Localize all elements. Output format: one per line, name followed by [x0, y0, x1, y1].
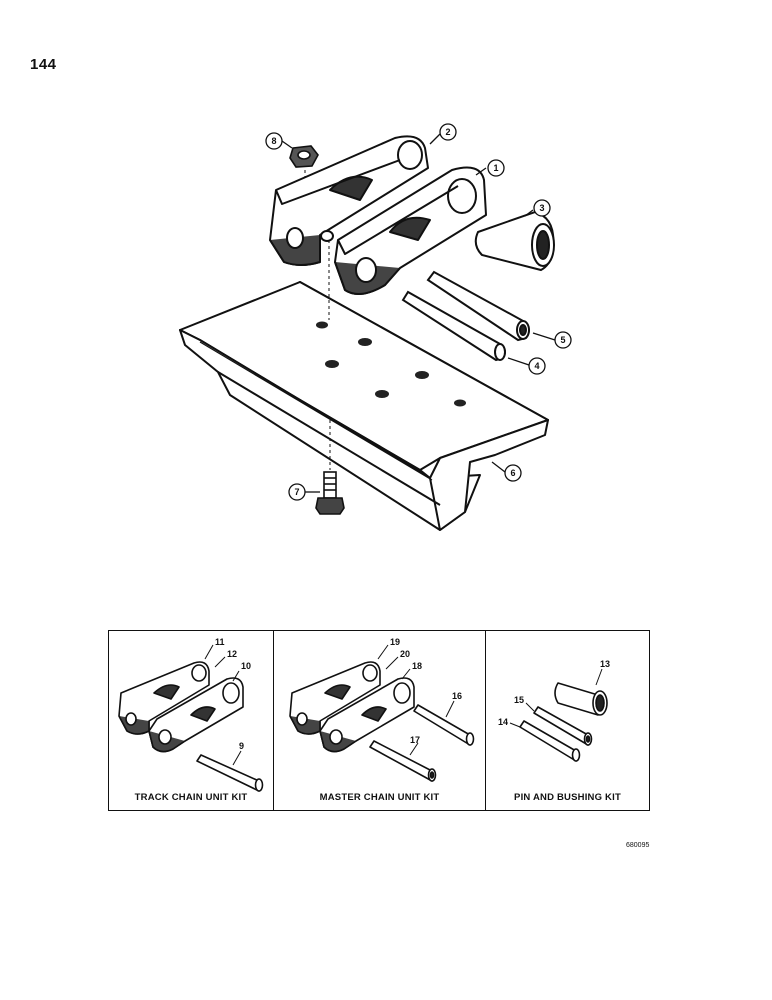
callout-5: 5 [560, 335, 565, 345]
shoe-nut [289, 145, 330, 320]
pin-and-bushing-kit-drawing: 13 15 14 [498, 659, 610, 762]
kit1-label-d: 9 [239, 741, 244, 751]
page-number: 144 [30, 56, 57, 73]
kit2-label-e: 17 [410, 735, 420, 745]
track-link-rear [269, 135, 429, 266]
kit2-label-d: 16 [452, 691, 462, 701]
callout-7: 7 [294, 487, 299, 497]
callout-6: 6 [510, 468, 515, 478]
kit2-label-a: 19 [390, 637, 400, 647]
callout-1: 1 [493, 163, 498, 173]
shoe-bolt [315, 420, 345, 515]
kit-title: PIN AND BUSHING KIT [514, 792, 621, 803]
kit3-label-a: 13 [600, 659, 610, 669]
track-chain-unit-kit-panel: 11 12 10 9 TRACK CHAIN UNIT KIT [108, 630, 274, 811]
callout-labels: 1 2 3 4 5 6 7 8 [271, 127, 565, 497]
shoe-holes [316, 321, 466, 407]
kit1-label-b: 12 [227, 649, 237, 659]
callout-3: 3 [539, 203, 544, 213]
kit1-label-a: 11 [215, 637, 225, 647]
main-exploded-view: 1 2 3 4 5 6 7 8 [179, 123, 572, 531]
callout-4: 4 [534, 361, 539, 371]
kit2-label-b: 20 [400, 649, 410, 659]
track-link-front [320, 166, 487, 295]
callouts [265, 123, 572, 501]
master-chain-unit-kit-drawing: 19 20 18 16 17 [289, 637, 475, 782]
callout-8: 8 [271, 136, 276, 146]
track-chain-unit-kit-drawing: 11 12 10 9 [118, 637, 264, 792]
callout-2: 2 [445, 127, 450, 137]
track-pin [401, 290, 506, 362]
master-pin [426, 270, 530, 342]
kit2-label-c: 18 [412, 661, 422, 671]
master-chain-unit-kit-panel: 19 20 18 16 17 MASTER CHAIN UNIT KIT [273, 630, 486, 811]
reference-code: 680095 [626, 842, 650, 849]
kit-title: MASTER CHAIN UNIT KIT [319, 792, 440, 803]
track-shoe [179, 281, 549, 531]
kit3-label-c: 14 [498, 717, 508, 727]
track-bushing [474, 210, 555, 272]
kit-title: TRACK CHAIN UNIT KIT [134, 792, 248, 803]
kit1-label-c: 10 [241, 661, 251, 671]
kit3-label-b: 15 [514, 695, 524, 705]
pin-and-bushing-kit-panel: 13 15 14 PIN AND BUSHING KIT [485, 630, 650, 811]
